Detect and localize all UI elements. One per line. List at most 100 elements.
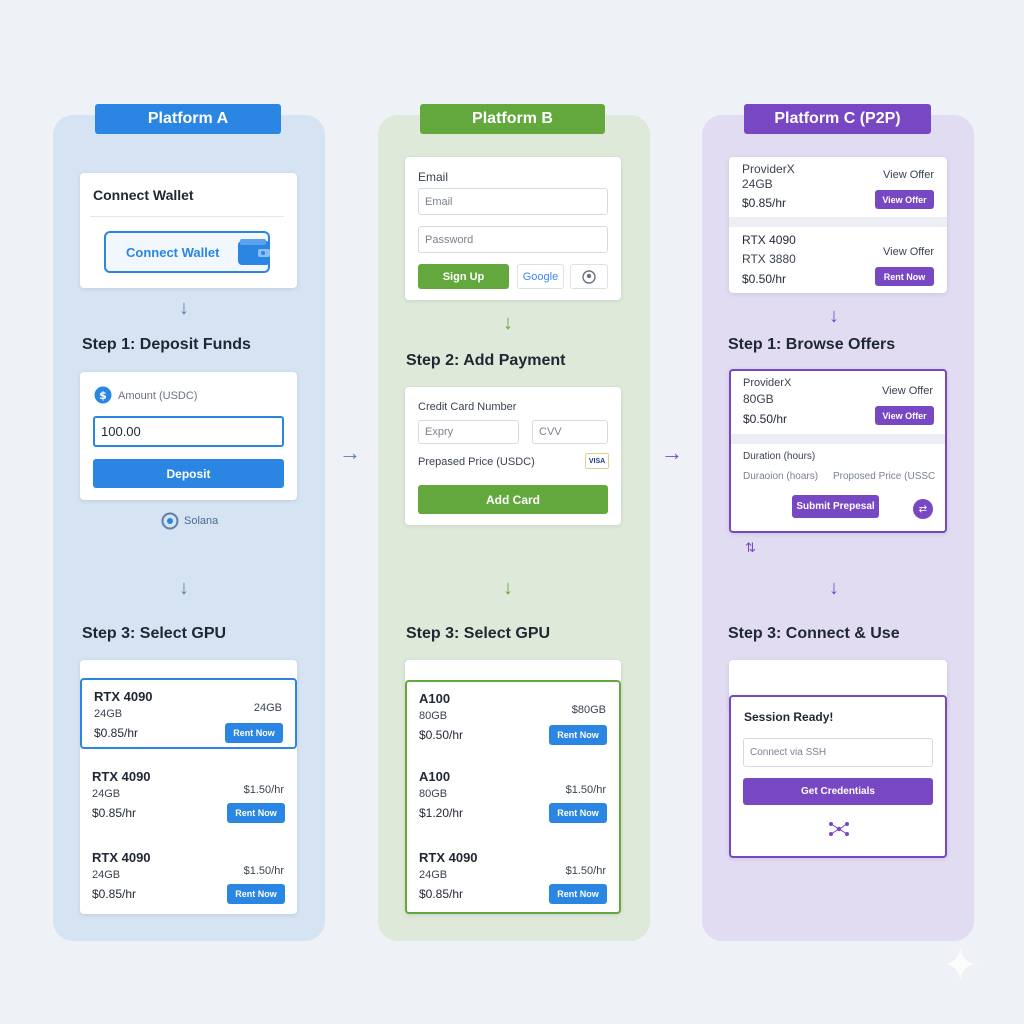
right-arrow-icon: → [661, 440, 683, 465]
gpu-option-a-1[interactable]: RTX 4090 24GB $0.85/hr 24GB Rent Now [80, 678, 297, 749]
rent-now-button[interactable]: Rent Now [549, 725, 607, 745]
network-label: Solana [184, 515, 219, 527]
connect-wallet-label: Connect Wallet [126, 245, 220, 260]
get-credentials-button[interactable]: Get Credentials [743, 778, 933, 805]
gpu-price: $0.50/hr [419, 728, 464, 742]
sign-up-button[interactable]: Sign Up [418, 264, 509, 289]
down-arrow-icon: ↓ [179, 577, 189, 599]
gpu-option-b-2[interactable]: A100 80GB $1.20/hr $1.50/hr Rent Now [405, 760, 621, 832]
gpu-name: A100 [419, 691, 451, 706]
submit-proposal-button[interactable]: Submit Prepesal [792, 495, 879, 518]
gpu-memory: 80GB [419, 788, 448, 800]
google-label: Google [522, 270, 559, 283]
solana-icon [161, 512, 179, 530]
view-offer-link[interactable]: View Offer [882, 385, 933, 397]
gpu-memory: 24GB [92, 869, 121, 881]
duration-label: Duration (hours) [743, 451, 816, 462]
offer-gpu-name: RTX 4090 [742, 233, 796, 247]
gpu-name: RTX 4090 [94, 689, 153, 704]
visa-icon: VISA [585, 453, 609, 469]
right-arrow-icon: → [339, 440, 361, 465]
rent-now-button[interactable]: Rent Now [549, 884, 607, 904]
rent-now-button[interactable]: Rent Now [225, 723, 283, 743]
add-card-button[interactable]: Add Card [418, 485, 608, 514]
cvv-input[interactable]: CVV [532, 420, 608, 444]
gpu-list-b-frame-top [405, 749, 407, 760]
gpu-price: $0.85/hr [92, 887, 137, 901]
gpu-memory: 80GB [419, 710, 448, 722]
email-input[interactable]: Email [418, 188, 608, 215]
platform-b-step2: Step 2: Add Payment [406, 352, 566, 369]
deposit-button[interactable]: Deposit [93, 459, 284, 488]
signup-card: Email Email Password Sign Up Google [405, 157, 621, 300]
gpu-name: A100 [419, 769, 451, 784]
gpu-price: $0.85/hr [419, 887, 464, 901]
gpu-option-a-3[interactable]: RTX 4090 24GB $0.85/hr $1.50/hr Rent Now [80, 841, 297, 913]
platform-b-badge: Platform B [420, 104, 605, 134]
payment-card: Credit Card Number Expry CVV Prepased Pr… [405, 387, 621, 525]
gpu-detail: $1.50/hr [243, 865, 284, 877]
gpu-detail: $80GB [571, 704, 606, 716]
view-offer-button[interactable]: View Offer [875, 190, 934, 209]
connect-wallet-button[interactable]: Connect Wallet [104, 231, 270, 273]
platform-c-step1: Step 1: Browse Offers [728, 336, 896, 353]
github-login-button[interactable] [570, 264, 608, 289]
gpu-detail: $1.50/hr [565, 865, 606, 877]
offer-price: $0.50/hr [742, 272, 787, 286]
offer-price: $0.50/hr [743, 412, 788, 426]
view-offer-button[interactable]: View Offer [875, 406, 934, 425]
chat-icon[interactable]: ⇄ [913, 499, 933, 519]
divider [729, 217, 947, 227]
gpu-option-b-3[interactable]: RTX 4090 24GB $0.85/hr $1.50/hr Rent Now [405, 841, 621, 914]
duration-input[interactable]: Duraoion (hoars) [743, 471, 819, 482]
deposit-card: $ Amount (USDC) 100.00 Deposit [80, 372, 297, 500]
amount-input[interactable]: 100.00 [93, 416, 284, 447]
rent-now-button[interactable]: Rent Now [549, 803, 607, 823]
offer-memory: 24GB [742, 177, 773, 191]
ssh-input[interactable]: Connect via SSH [743, 738, 933, 767]
proposed-price-input[interactable]: Proposed Price (USSC [833, 471, 936, 482]
offer-memory: 80GB [743, 392, 774, 406]
google-login-button[interactable]: Google [517, 264, 564, 289]
gpu-detail: $1.50/hr [565, 784, 606, 796]
amount-label: Amount (USDC) [118, 390, 198, 402]
github-icon [582, 269, 596, 284]
connect-wallet-card: Connect Wallet Connect Wallet [80, 173, 297, 288]
connect-wallet-title: Connect Wallet [93, 187, 194, 203]
down-arrow-icon: ↓ [503, 577, 513, 599]
gpu-option-b-1[interactable]: A100 80GB $0.50/hr $80GB Rent Now [405, 680, 621, 749]
divider [731, 434, 945, 444]
offer-gpu-model: RTX 3880 [742, 252, 796, 266]
gpu-name: RTX 4090 [92, 769, 151, 784]
gpu-memory: 24GB [419, 869, 448, 881]
svg-text:$: $ [99, 389, 107, 402]
prepaid-price-label: Prepased Price (USDC) [418, 456, 535, 468]
offer-list-card: ProviderX 24GB $0.85/hr View Offer View … [729, 157, 947, 293]
password-input[interactable]: Password [418, 226, 608, 253]
proposal-card: ProviderX 80GB $0.50/hr View Offer View … [729, 369, 947, 533]
rent-now-button[interactable]: Rent Now [227, 803, 285, 823]
rent-now-button[interactable]: Rent Now [875, 267, 934, 286]
usdc-coin-icon: $ [94, 386, 112, 404]
down-arrow-icon: ↓ [829, 577, 839, 599]
gpu-option-a-2[interactable]: RTX 4090 24GB $0.85/hr $1.50/hr Rent Now [80, 760, 297, 832]
platform-a-step3: Step 3: Select GPU [82, 625, 227, 642]
gpu-price: $1.20/hr [419, 806, 464, 820]
sparkle-icon: ✦ [942, 941, 979, 990]
offer-2[interactable]: RTX 4090 RTX 3880 $0.50/hr View Offer Re… [729, 227, 947, 293]
divider [90, 216, 284, 217]
gpu-memory: 24GB [94, 708, 123, 720]
gpu-price: $0.85/hr [92, 806, 137, 820]
view-offer-link[interactable]: View Offer [883, 246, 934, 258]
email-label: Email [418, 170, 449, 184]
down-arrow-icon: ↓ [829, 305, 839, 327]
view-offer-link[interactable]: View Offer [883, 169, 934, 181]
offer-1[interactable]: ProviderX 24GB $0.85/hr View Offer View … [729, 157, 947, 217]
provider-name: ProviderX [743, 377, 792, 389]
expiry-input[interactable]: Expry [418, 420, 519, 444]
session-title: Session Ready! [744, 710, 834, 724]
session-card: Session Ready! Connect via SSH Get Crede… [729, 695, 947, 858]
offer-price: $0.85/hr [742, 196, 787, 210]
gpu-price: $0.85/hr [94, 726, 139, 740]
rent-now-button[interactable]: Rent Now [227, 884, 285, 904]
